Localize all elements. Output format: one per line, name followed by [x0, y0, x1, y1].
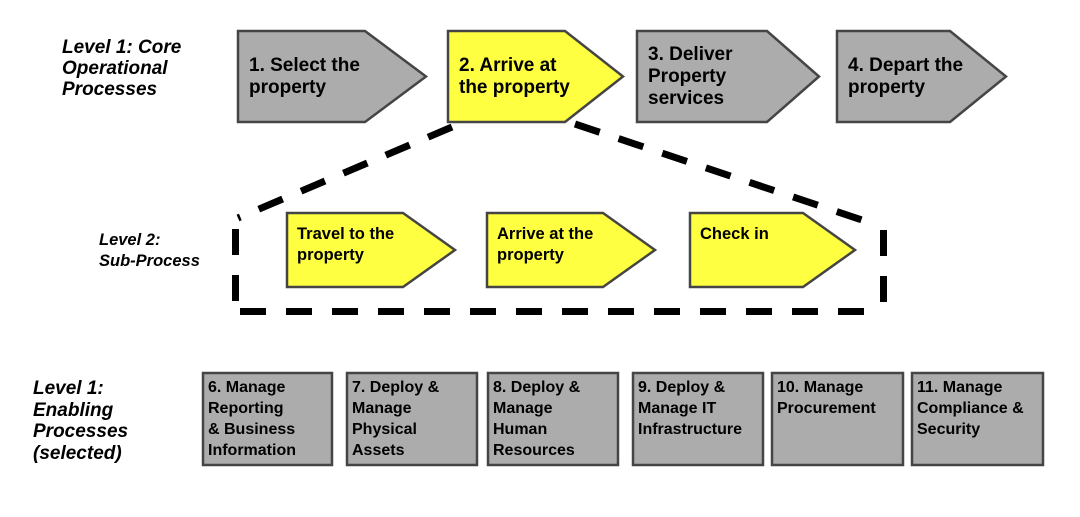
- enabling-step-7-label: 7. Deploy & Manage Physical Assets: [352, 379, 440, 459]
- enabling-step-10-box: [770, 371, 905, 467]
- sub-process-row-label: Level 2: Sub-Process: [99, 231, 200, 270]
- dashed-connector-left-diagonal: [236, 123, 454, 222]
- enabling-step-6-label: 6. Manage Reporting & Business Informati…: [208, 379, 296, 459]
- sub-step-3-label: Check in: [700, 225, 769, 243]
- enabling-row-label: Level 1: Enabling Processes (selected): [33, 378, 129, 464]
- dashed-connector-right-diagonal: [573, 120, 882, 230]
- enabling-step-10-label: 10. Manage Procurement: [777, 379, 876, 417]
- sub-step-1-arrow: [285, 211, 458, 289]
- core-step-1-label: 1. Select the property: [249, 54, 360, 98]
- sub-step-2-label: Arrive at the property: [497, 225, 594, 264]
- enabling-step-11-box: [910, 371, 1045, 467]
- sub-step-1-label: Travel to the property: [297, 225, 395, 264]
- core-step-2-label: 2. Arrive at the property: [459, 54, 570, 98]
- core-row-label: Level 1: Core Operational Processes: [62, 37, 182, 100]
- core-step-4-arrow: [835, 29, 1008, 124]
- enabling-step-11-label: 11. Manage Compliance & Security: [917, 379, 1024, 438]
- enabling-step-8-label: 8. Deploy & Manage Human Resources: [493, 379, 581, 459]
- core-step-2-arrow-highlighted: [446, 29, 626, 124]
- enabling-step-9-label: 9. Deploy & Manage IT Infrastructure: [638, 379, 743, 438]
- core-step-4-label: 4. Depart the property: [848, 54, 964, 98]
- sub-step-2-arrow: [485, 211, 658, 289]
- enabling-step-6-box: [201, 371, 334, 467]
- core-step-3-label: 3. Deliver Property services: [648, 43, 733, 109]
- enabling-step-9-box: [631, 371, 765, 467]
- core-step-1-arrow: [236, 29, 429, 124]
- enabling-step-8-box: [486, 371, 620, 467]
- enabling-step-7-box: [345, 371, 479, 467]
- core-step-3-arrow: [635, 29, 821, 124]
- sub-step-3-arrow: [688, 211, 858, 289]
